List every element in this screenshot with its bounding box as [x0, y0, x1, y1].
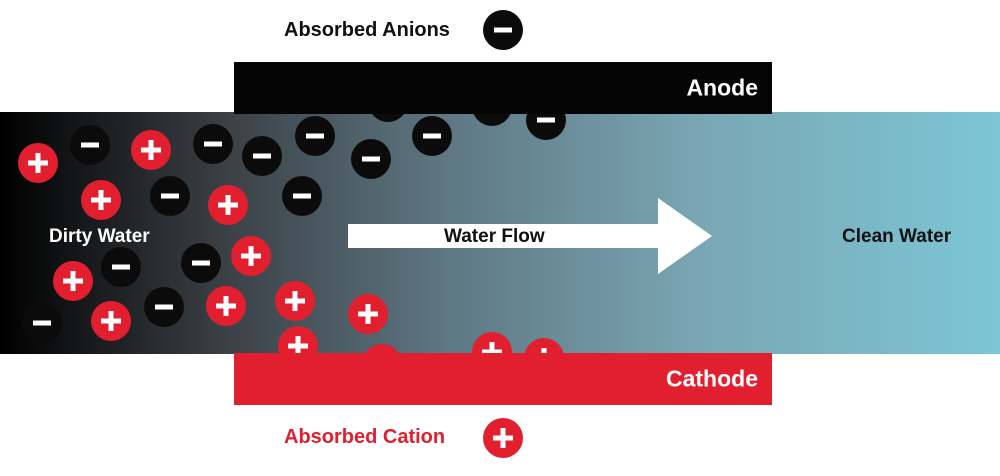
cation-icon — [208, 185, 248, 225]
clean-water-label: Clean Water — [842, 226, 952, 247]
anion-icon — [351, 139, 391, 179]
cation-icon — [91, 301, 131, 341]
cation-icon — [348, 294, 388, 334]
dirty-water-label: Dirty Water — [49, 226, 150, 247]
anion-icon — [144, 287, 184, 327]
cation-icon — [18, 143, 58, 183]
anion-icon — [181, 243, 221, 283]
cation-icon — [131, 130, 171, 170]
anion-icon — [242, 136, 282, 176]
anode-electrode: Anode — [234, 62, 772, 114]
absorbed-cation-label: Absorbed Cation — [284, 426, 446, 448]
cation-icon — [206, 286, 246, 326]
cation-icon — [53, 261, 93, 301]
anion-icon — [22, 303, 62, 343]
anion-icon — [150, 176, 190, 216]
cation-legend-icon — [483, 418, 523, 458]
cathode-electrode: Cathode — [234, 353, 772, 405]
absorbed-anions-label: Absorbed Anions — [284, 19, 450, 41]
anion-icon — [70, 125, 110, 165]
water-flow-label: Water Flow — [444, 226, 545, 247]
anode-label: Anode — [686, 74, 758, 101]
cathode-label: Cathode — [666, 365, 758, 392]
anion-icon — [412, 116, 452, 156]
right-arrow-icon — [348, 198, 712, 274]
cation-icon — [81, 180, 121, 220]
anion-icon — [193, 124, 233, 164]
cation-icon — [231, 236, 271, 276]
anion-icon — [295, 116, 335, 156]
anion-legend-icon — [483, 10, 523, 50]
anion-icon — [282, 176, 322, 216]
anion-icon — [101, 247, 141, 287]
cation-icon — [275, 281, 315, 321]
